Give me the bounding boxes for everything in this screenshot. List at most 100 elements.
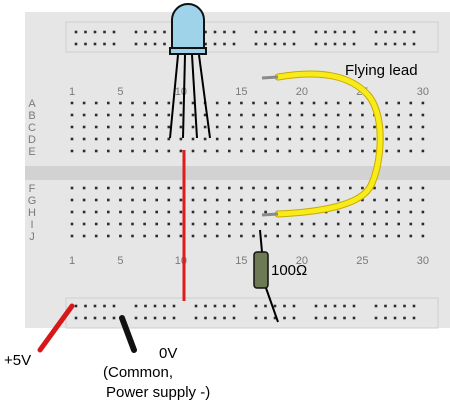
socket-hole (107, 125, 110, 129)
socket-hole (215, 198, 219, 202)
socket-hole (385, 234, 388, 238)
socket-hole (167, 210, 171, 214)
socket-hole (240, 113, 243, 117)
socket-hole (167, 186, 171, 190)
socket-hole (252, 125, 255, 129)
zero-v-label: 0V (159, 345, 178, 362)
socket-hole (385, 113, 388, 117)
socket-hole (143, 186, 146, 190)
socket-hole (264, 198, 267, 202)
socket-hole (131, 125, 134, 129)
socket-hole (276, 234, 279, 238)
socket-hole (252, 137, 255, 141)
socket-hole (240, 234, 243, 238)
row-letter: H (28, 207, 36, 219)
socket-hole (312, 198, 316, 202)
socket-hole (94, 149, 98, 153)
rail-hole (324, 304, 327, 308)
socket-hole (300, 222, 304, 226)
socket-hole (397, 113, 400, 117)
rail-hole (374, 316, 378, 320)
socket-hole (385, 222, 388, 226)
socket-hole (373, 125, 376, 129)
socket-hole (240, 198, 243, 202)
socket-hole (167, 137, 171, 141)
socket-hole (179, 125, 183, 129)
row-letter: C (28, 122, 36, 134)
socket-hole (336, 234, 340, 238)
rail-hole (103, 30, 106, 34)
socket-hole (215, 101, 219, 105)
rail-hole (324, 30, 327, 34)
rail-hole (84, 316, 87, 320)
socket-hole (288, 234, 292, 238)
rail-hole (112, 304, 116, 308)
socket-hole (324, 125, 328, 129)
rail-hole (412, 30, 416, 34)
flying-lead-label: Flying lead (345, 62, 418, 79)
socket-hole (264, 210, 267, 214)
socket-hole (82, 186, 86, 190)
socket-hole (155, 186, 158, 190)
rail-hole (352, 316, 356, 320)
socket-hole (397, 198, 400, 202)
socket-hole (324, 113, 328, 117)
socket-hole (191, 234, 195, 238)
socket-hole (119, 210, 122, 214)
socket-hole (276, 198, 279, 202)
socket-hole (155, 210, 158, 214)
socket-hole (421, 234, 425, 238)
ground-wire (119, 315, 137, 353)
center-channel (25, 166, 450, 180)
socket-hole (215, 113, 219, 117)
socket-hole (143, 210, 146, 214)
socket-hole (361, 210, 364, 214)
rail-hole (144, 316, 147, 320)
socket-hole (82, 210, 86, 214)
socket-hole (131, 222, 134, 226)
rail-hole (213, 304, 217, 308)
socket-hole (167, 113, 171, 117)
rail-hole (213, 316, 217, 320)
socket-hole (361, 234, 364, 238)
socket-hole (143, 101, 146, 105)
socket-hole (409, 186, 413, 190)
socket-hole (191, 149, 195, 153)
socket-hole (203, 222, 207, 226)
socket-hole (409, 101, 413, 105)
column-number: 30 (417, 86, 429, 98)
plus-5v-label: +5V (4, 352, 32, 369)
socket-hole (312, 101, 316, 105)
rail-hole (134, 304, 138, 308)
rail-hole (374, 42, 378, 46)
socket-hole (228, 186, 231, 190)
rail-hole (292, 304, 296, 308)
socket-hole (288, 149, 292, 153)
socket-hole (252, 149, 255, 153)
rail-hole (264, 30, 267, 34)
rail-hole (232, 316, 236, 320)
socket-hole (264, 137, 267, 141)
socket-hole (228, 234, 231, 238)
socket-hole (94, 222, 98, 226)
socket-hole (421, 125, 425, 129)
rail-hole (74, 42, 78, 46)
socket-hole (119, 222, 122, 226)
rail-hole (204, 42, 207, 46)
socket-hole (373, 186, 376, 190)
socket-hole (373, 149, 376, 153)
socket-hole (179, 101, 183, 105)
rail-hole (314, 30, 318, 34)
socket-hole (288, 222, 292, 226)
socket-hole (107, 234, 110, 238)
rail-hole (273, 42, 277, 46)
flying-lead-tip-bottom (261, 212, 279, 217)
socket-hole (336, 125, 340, 129)
socket-hole (119, 113, 122, 117)
rail-hole (223, 316, 226, 320)
socket-hole (143, 198, 146, 202)
column-number: 20 (296, 86, 308, 98)
socket-hole (385, 210, 388, 214)
rail-hole (352, 304, 356, 308)
socket-hole (240, 137, 243, 141)
